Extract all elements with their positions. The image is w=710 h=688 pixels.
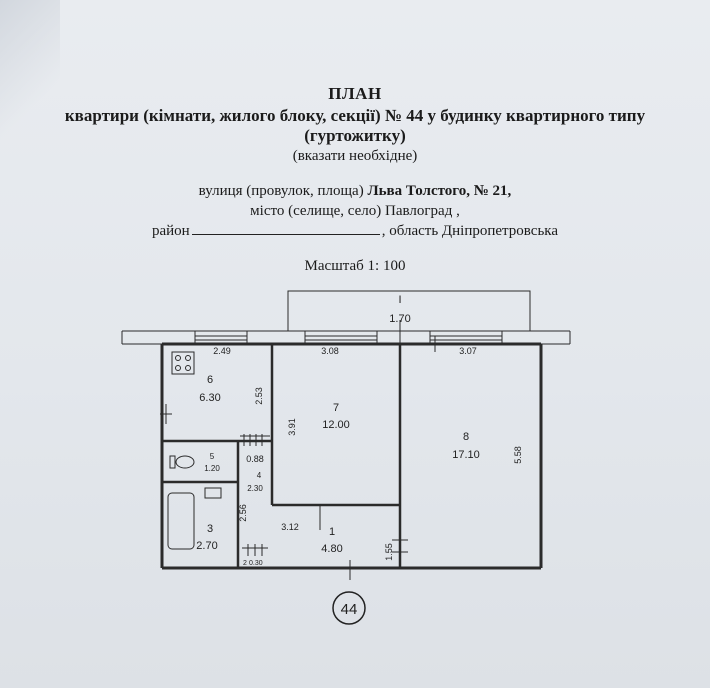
document-subtitle-line2: (гуртожитку) xyxy=(304,126,406,145)
toilet-icon xyxy=(175,455,195,469)
room-area: 2.30 xyxy=(247,484,263,493)
room-labels: I 1.70 6 6.30 7 12.00 8 17.10 5 1.20 4 2… xyxy=(196,294,479,567)
document-title: ПЛАН xyxy=(328,84,382,103)
room-area: 0.30 xyxy=(249,560,263,567)
dimension-label: 2.56 xyxy=(238,504,248,522)
dimension-labels: 2.49 3.08 3.07 2.53 3.91 5.58 0.88 2.56 … xyxy=(213,346,523,561)
address-region-line: район , область Дніпропетровська xyxy=(0,222,710,240)
dimension-label: 3.12 xyxy=(281,522,299,532)
room-number: 8 xyxy=(463,431,469,443)
document-subtitle-line1: квартири (кімнати, жилого блоку, секції)… xyxy=(64,106,646,125)
room-area: 1.70 xyxy=(389,313,410,325)
room-number: 4 xyxy=(257,471,262,480)
region-text: , область Дніпропетровська xyxy=(381,223,558,239)
street-prefix: вулиця (провулок, площа) xyxy=(198,183,364,199)
outer-walls xyxy=(160,342,543,570)
room-area: 2.70 xyxy=(196,540,217,552)
address-city-line: місто (селище, село) Павлоград , xyxy=(250,203,460,219)
balcony-outline xyxy=(287,290,531,332)
dimension-label: 2.53 xyxy=(254,387,264,405)
dimension-label: 3.91 xyxy=(287,418,297,436)
stove-icon xyxy=(171,351,195,375)
room-area: 4.80 xyxy=(321,543,342,555)
room-number: 3 xyxy=(207,523,213,535)
dimension-label: 3.08 xyxy=(321,346,339,356)
door-markers xyxy=(160,336,436,580)
paper-fold-shadow xyxy=(0,0,60,140)
dimension-label: 5.58 xyxy=(513,446,523,464)
room-number: 2 xyxy=(243,560,247,567)
dimension-label: 0.88 xyxy=(246,454,264,464)
interior-walls xyxy=(162,344,402,568)
bathtub-icon xyxy=(167,492,195,550)
district-blank xyxy=(191,222,380,235)
street-value: Льва Толстого, № 21, xyxy=(367,183,512,199)
room-area: 17.10 xyxy=(452,449,480,461)
document-note: (вказати необхідне) xyxy=(292,148,418,164)
room-area: 12.00 xyxy=(322,419,350,431)
scale-label: Масштаб 1: 100 xyxy=(304,258,406,274)
apartment-number-circle xyxy=(332,591,366,625)
room-number: 7 xyxy=(333,402,339,414)
windows xyxy=(194,330,503,345)
room-number: I xyxy=(398,294,401,306)
room-number: 5 xyxy=(210,452,215,461)
apartment-number: 44 xyxy=(341,601,358,618)
room-number: 6 xyxy=(207,374,213,386)
dimension-label: 2.49 xyxy=(213,346,231,356)
room-number: 1 xyxy=(329,526,335,538)
dimension-label: 1.55 xyxy=(384,543,394,561)
district-label: район xyxy=(151,223,190,239)
room-area: 1.20 xyxy=(204,464,220,473)
address-street-line: вулиця (провулок, площа) Льва Толстого, … xyxy=(0,183,710,200)
dimension-label: 3.07 xyxy=(459,346,477,356)
room-area: 6.30 xyxy=(199,392,220,404)
sink-icon xyxy=(204,487,222,499)
